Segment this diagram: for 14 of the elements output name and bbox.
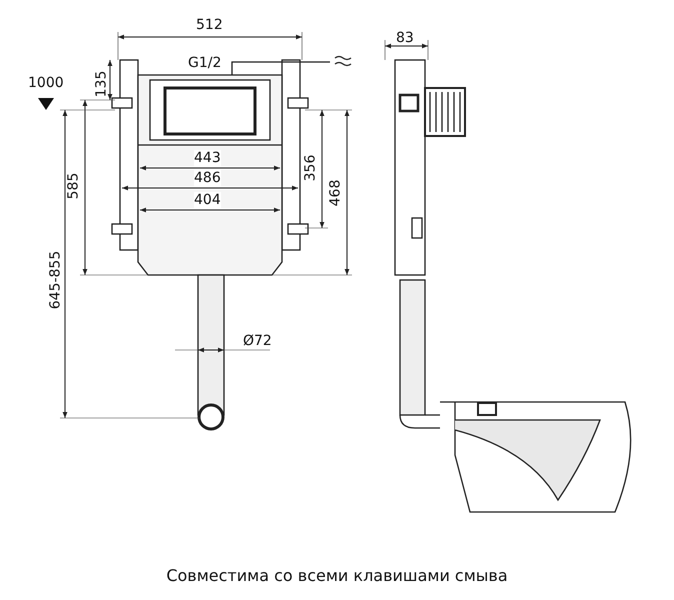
dimension-value: 83 [396, 30, 414, 46]
level-label: 1000 [28, 75, 64, 91]
dimension-value: 512 [196, 17, 223, 33]
dimension-value: 356 [302, 154, 318, 182]
dimension-value: 135 [93, 70, 110, 98]
dimension-value: 585 [65, 172, 82, 200]
dimension-value: Ø72 [243, 333, 272, 349]
dimension-value: 404 [194, 192, 221, 208]
dimension-value: 443 [194, 150, 221, 166]
dimension-value: 486 [194, 170, 221, 186]
thread-size-label: G1/2 [188, 55, 222, 71]
dimension-value: 468 [327, 180, 344, 206]
dimension-value: 645-855 [47, 250, 64, 310]
caption: Совместима со всеми клавишами смыва [165, 566, 509, 585]
